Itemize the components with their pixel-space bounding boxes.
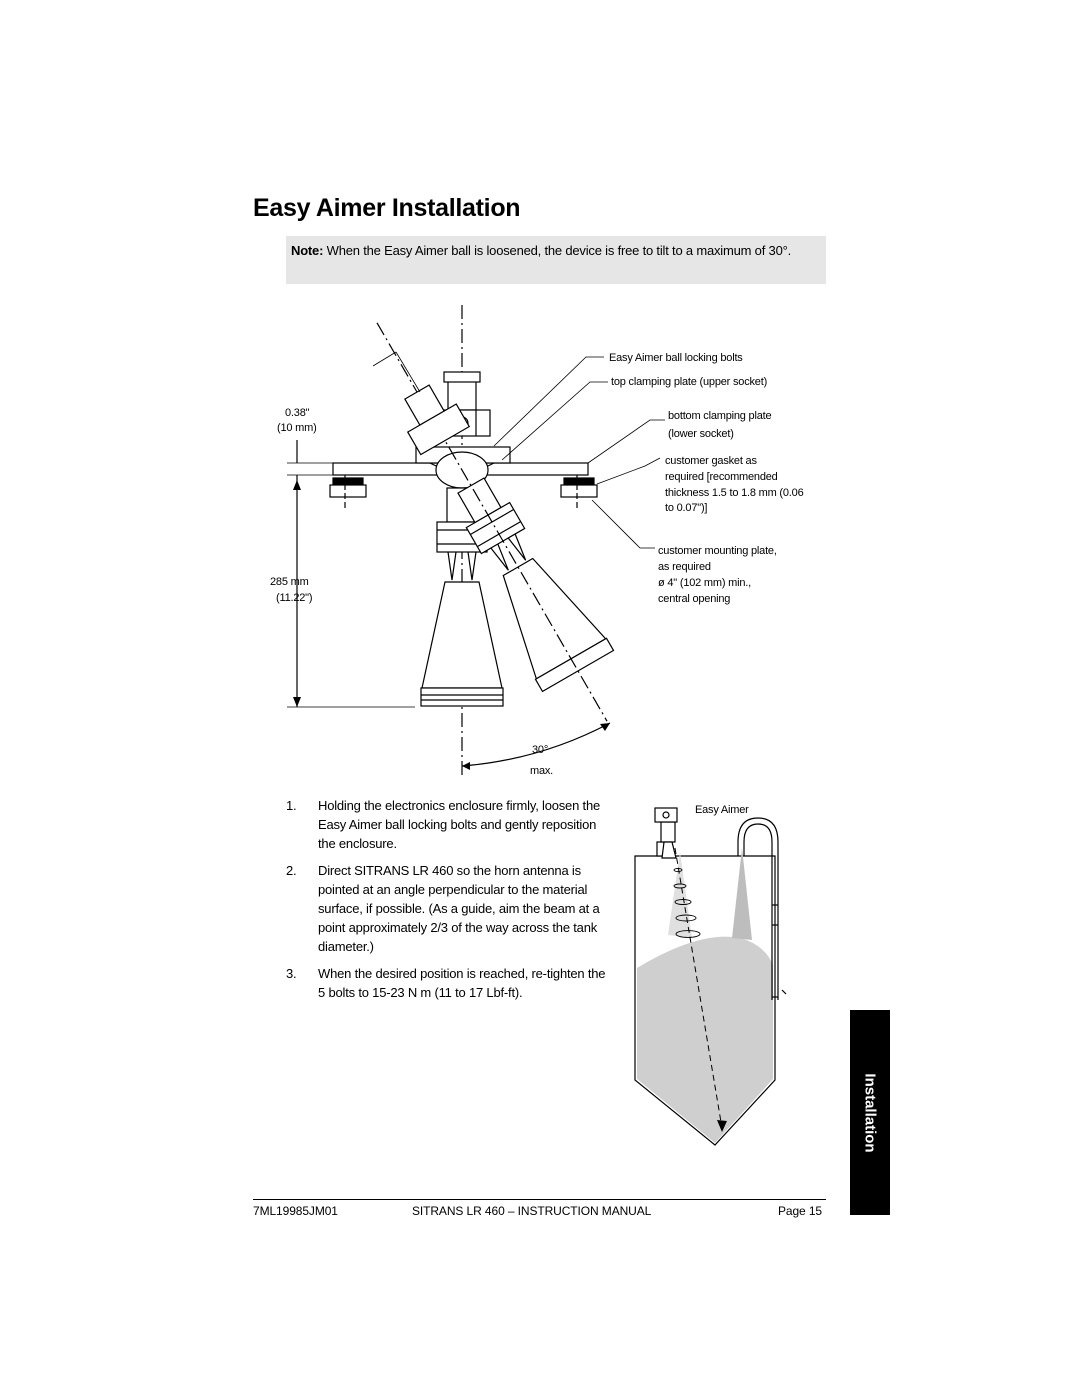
section-side-tab: Installation [850,1010,890,1215]
step-1: 1. Holding the electronics enclosure fir… [286,796,606,853]
callout-gasket-line3: thickness 1.5 to 1.8 mm (0.06 [665,487,804,499]
step-text: Direct SITRANS LR 460 so the horn antenn… [318,863,600,954]
callout-mount-line4: central opening [658,593,731,605]
step-number: 2. [286,863,297,878]
tank-figure-label: Easy Aimer [695,804,749,816]
footer-divider [253,1199,826,1200]
callout-gasket-line4: to 0.07")] [665,502,708,514]
callout-top-plate: top clamping plate (upper socket) [611,376,768,388]
footer-page-number: Page 15 [778,1204,823,1218]
callout-mount-line2: as required [658,561,711,573]
footer-doc-number: 7ML19985JM01 [253,1204,338,1218]
dim-angle: 30° [532,744,549,756]
callout-mount-line1: customer mounting plate, [658,545,777,557]
dim-angle-max: max. [530,765,554,777]
note-text: When the Easy Aimer ball is loosened, th… [326,243,792,258]
callout-ball-bolts: Easy Aimer ball locking bolts [609,352,743,364]
dim-length-inch: (11.22") [276,592,313,604]
callout-bottom-plate-line1: bottom clamping plate [668,410,772,422]
callout-bottom-plate-line2: (lower socket) [668,428,734,440]
dim-gap-mm: (10 mm) [277,422,317,434]
footer-manual-title: SITRANS LR 460 – INSTRUCTION MANUAL [412,1204,652,1218]
page-title: Easy Aimer Installation [253,194,521,222]
step-3: 3. When the desired position is reached,… [286,964,606,1002]
step-text: Holding the electronics enclosure firmly… [318,798,601,851]
note-box: Note: When the Easy Aimer ball is loosen… [286,236,826,284]
dim-gap-inch: 0.38" [285,407,310,419]
step-2: 2. Direct SITRANS LR 460 so the horn ant… [286,861,606,956]
callout-mount-line3: ø 4" (102 mm) min., [658,577,752,589]
note-label: Note: [291,243,324,258]
section-side-tab-label: Installation [861,1072,879,1153]
instruction-steps: 1. Holding the electronics enclosure fir… [286,796,606,1010]
step-number: 1. [286,798,297,813]
step-number: 3. [286,966,297,981]
callout-gasket-line2: required [recommended [665,471,778,483]
step-text: When the desired position is reached, re… [318,966,606,1000]
dim-length-mm: 285 mm [270,576,309,588]
callout-gasket-line1: customer gasket as [665,455,757,467]
